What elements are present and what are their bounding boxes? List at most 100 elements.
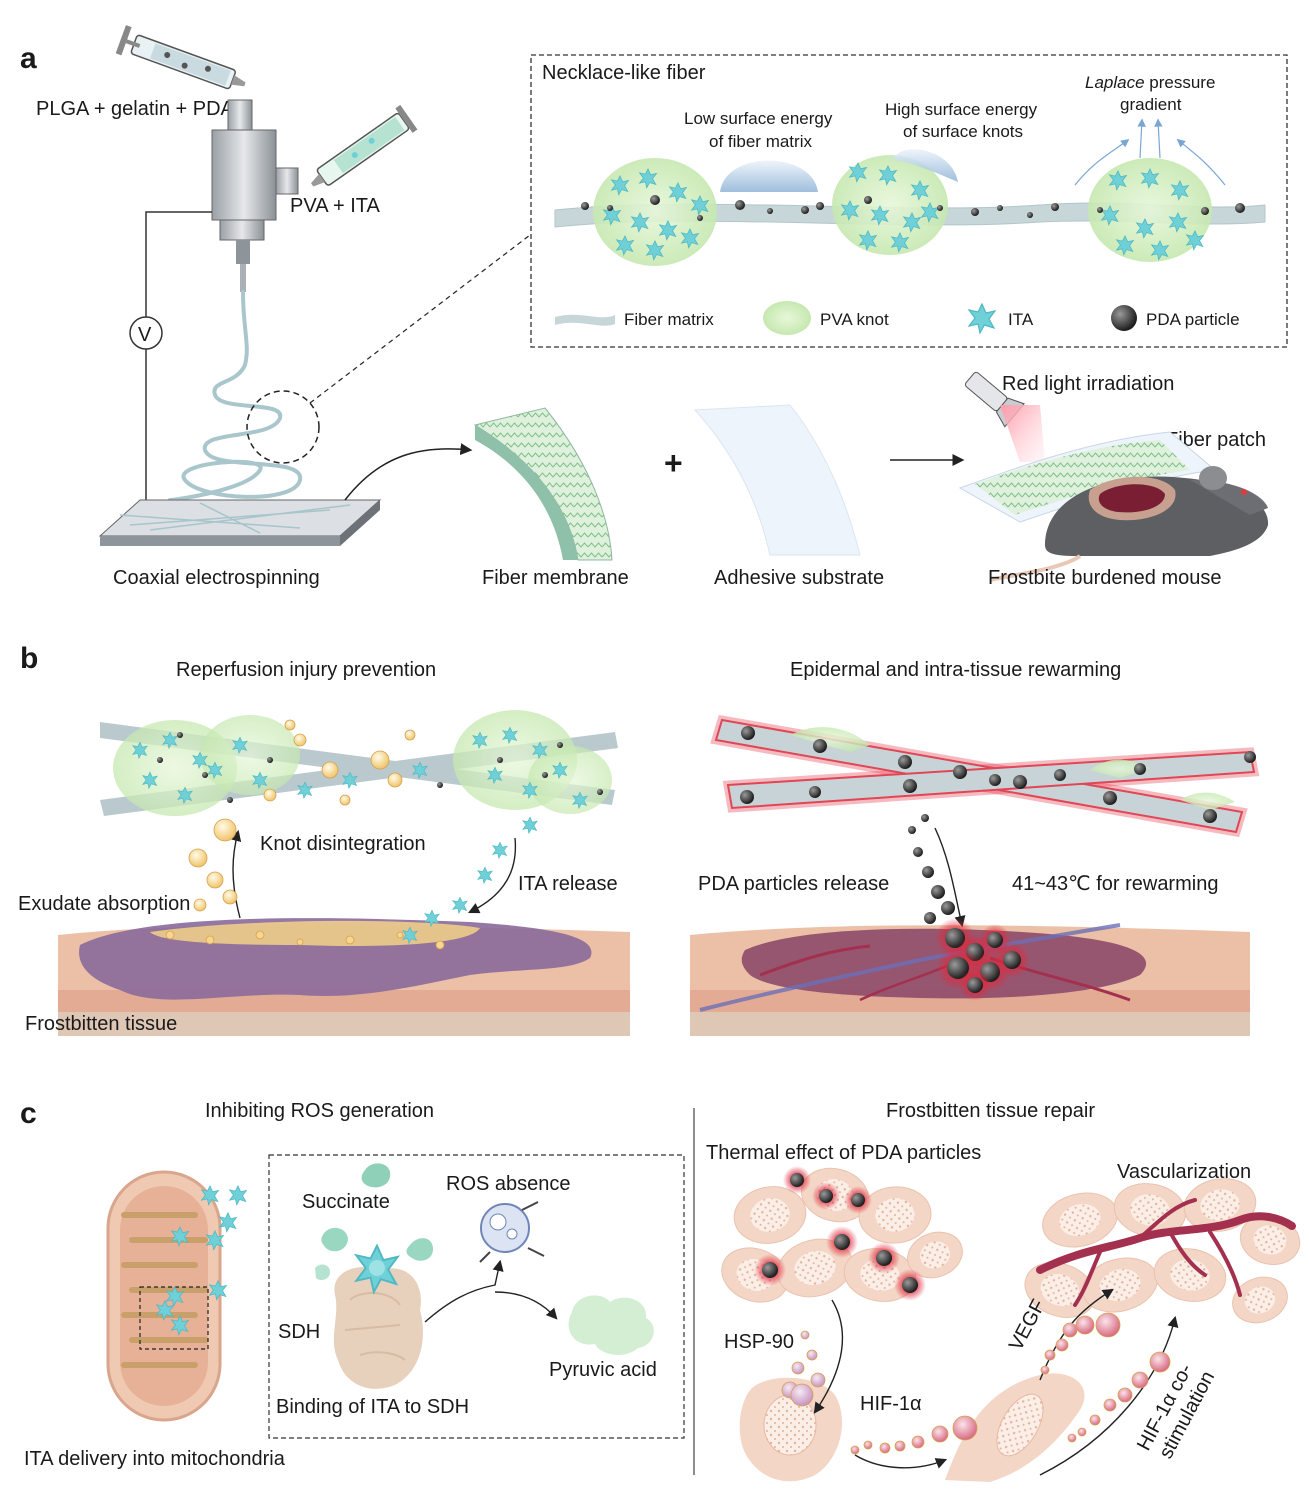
pda-particle (177, 732, 183, 738)
sdh-label: SDH (278, 1321, 320, 1343)
low-energy-droplet (720, 160, 818, 192)
hif1a-label: HIF-1α (860, 1393, 922, 1415)
pda-particle (650, 195, 660, 205)
laplace-arrow (1154, 118, 1163, 159)
bubble (321, 761, 339, 779)
bubble (1089, 1414, 1101, 1426)
pda-particle (1103, 791, 1117, 805)
laplace-arrow (1137, 118, 1146, 159)
pda-particle (809, 786, 821, 798)
pda-particle (1027, 212, 1033, 218)
pda-particle (1051, 203, 1059, 211)
legend-fiber-swatch (555, 314, 615, 326)
laplace-italic: Laplace (1085, 73, 1145, 92)
bubble (387, 772, 403, 788)
bubble (1067, 1433, 1077, 1443)
panel-a: a PLGA + gelatin + PDA PVA + ITA (20, 25, 1288, 589)
bubble (205, 935, 215, 945)
pda-particle (997, 205, 1003, 211)
bubble (879, 1442, 891, 1454)
legend-ita: ITA (1008, 310, 1034, 329)
caption-membrane: Fiber membrane (482, 567, 629, 589)
cell-nucleus (1200, 1189, 1240, 1221)
bubble (1117, 1387, 1133, 1403)
pda-particle (819, 1189, 833, 1203)
ita-star (492, 841, 508, 859)
bubble (1044, 1349, 1056, 1361)
pda-particle (816, 202, 824, 210)
circuit-wire (145, 211, 212, 530)
exudate-arrow (230, 829, 242, 919)
right-crossed-fibers (710, 714, 1260, 838)
pda-particle (834, 1234, 850, 1250)
pda-particle (1134, 763, 1146, 775)
pda-particle (1201, 207, 1209, 215)
bubble (810, 1372, 826, 1388)
bubble (790, 1383, 814, 1407)
pda-particle (1203, 809, 1217, 823)
bubble (188, 848, 208, 868)
panel-b-left-title: Reperfusion injury prevention (176, 659, 436, 681)
pda-particle (767, 208, 773, 214)
sdh-inset-box (268, 1154, 685, 1439)
bubble (165, 930, 175, 940)
ita-star (229, 1185, 247, 1206)
pda-particle (267, 757, 273, 763)
syringe-side-label: PVA + ITA (290, 195, 381, 217)
caption-mouse: Frostbite burdened mouse (988, 567, 1221, 589)
bubble (952, 1415, 978, 1441)
pda-particle (1097, 207, 1103, 213)
pyruvic-acid-icon (568, 1295, 654, 1355)
pda-particle (437, 782, 443, 788)
pda-particle (922, 866, 934, 878)
ita-star (452, 896, 468, 914)
bubble (1131, 1371, 1149, 1389)
ita-star (219, 1212, 237, 1233)
zoom-line (309, 234, 531, 404)
fiber-membrane-icon (473, 407, 613, 561)
cell-nucleus (1059, 1203, 1101, 1237)
bubble (339, 794, 351, 806)
pda-particle (851, 1193, 865, 1207)
legend-pda-icon (1111, 305, 1137, 331)
red-light-beam (1000, 405, 1045, 462)
pda-particle (1235, 203, 1245, 213)
bubble (263, 788, 277, 802)
panel-b-letter: b (20, 642, 38, 675)
ita-release-label: ITA release (518, 873, 618, 895)
fiber-patch-label: Fiber patch (1166, 429, 1266, 451)
cell-nucleus (1253, 1225, 1287, 1255)
bubble (1095, 1312, 1121, 1338)
heated-cell-cluster (721, 1166, 963, 1303)
hsp90-arrow (813, 1299, 844, 1414)
high-energy-label-2: of surface knots (903, 122, 1023, 141)
blood-vessel (1036, 1198, 1296, 1307)
pda-particle (790, 1173, 804, 1187)
pyruvic-acid-label: Pyruvic acid (549, 1359, 657, 1381)
mouse-icon (958, 431, 1269, 582)
pda-particle (903, 779, 917, 793)
bubble (1040, 1365, 1050, 1375)
rising-exudate-bubbles (165, 816, 538, 950)
bubble (1055, 1338, 1069, 1352)
bubble (255, 930, 265, 940)
vascularized-cell-cluster (1024, 1178, 1301, 1324)
pda-particle (202, 772, 208, 778)
binding-label: Binding of ITA to SDH (276, 1396, 469, 1418)
vascularization-label: Vascularization (1117, 1161, 1251, 1183)
pda-particle (735, 200, 745, 210)
voltmeter-label: V (138, 324, 152, 346)
bubble (222, 889, 238, 905)
panel-c-letter: c (20, 1097, 37, 1130)
panel-a-letter: a (20, 42, 37, 75)
cell-nucleus (919, 1241, 951, 1269)
bubble (435, 940, 445, 950)
cell-nucleus (1170, 1259, 1210, 1291)
pda-particle (740, 790, 754, 804)
bubble (370, 750, 390, 770)
pda-particle (607, 205, 613, 211)
succinate-molecules (315, 1163, 434, 1280)
laplace-label-1: Laplace pressure (1085, 73, 1215, 92)
pda-particle (157, 757, 163, 763)
